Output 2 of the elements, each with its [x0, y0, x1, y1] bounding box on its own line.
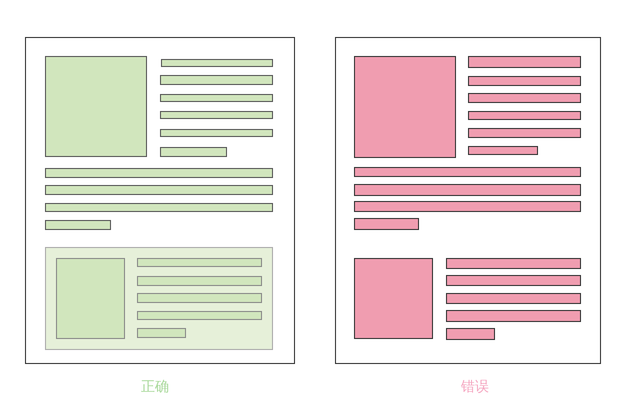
caption: 正确	[140, 377, 170, 396]
caption: 错误	[460, 377, 490, 396]
